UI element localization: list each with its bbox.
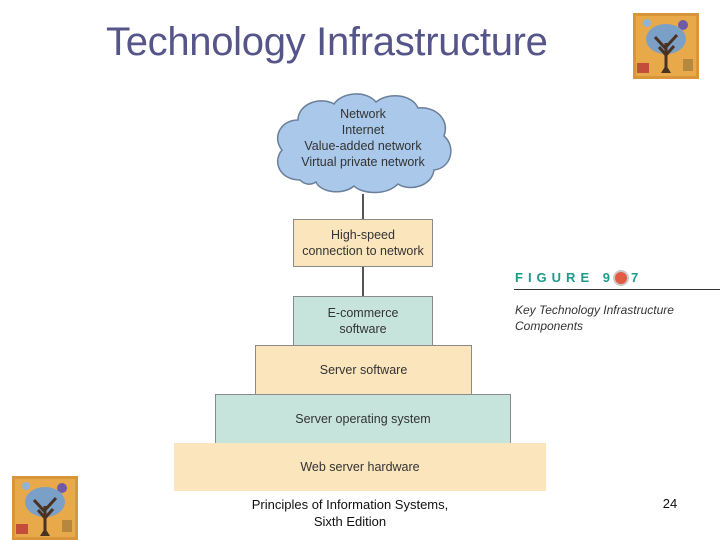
tree-logo-icon bbox=[633, 13, 699, 79]
cloud-line: Internet bbox=[341, 123, 385, 137]
cloud-line: Virtual private network bbox=[301, 155, 425, 169]
web-server-hardware-box: Web server hardware bbox=[174, 443, 546, 491]
box-label-line: software bbox=[339, 322, 387, 336]
box-label-line: High-speed bbox=[331, 228, 395, 242]
caption-line: Components bbox=[515, 319, 584, 333]
cloud-line: Network bbox=[340, 107, 386, 121]
slide-footer: Principles of Information Systems, Sixth… bbox=[240, 496, 460, 530]
figure-caption: Key Technology Infrastructure Components bbox=[515, 302, 674, 334]
connector-line bbox=[362, 194, 364, 220]
server-os-box: Server operating system bbox=[215, 394, 511, 444]
figure-number: FIGURE 9 bbox=[515, 270, 615, 285]
tree-logo-icon bbox=[12, 476, 78, 540]
figure-dot-icon bbox=[612, 269, 629, 286]
box-label: Server software bbox=[319, 363, 408, 377]
box-label-line: connection to network bbox=[302, 244, 424, 258]
network-cloud: Network Internet Value-added network Vir… bbox=[270, 90, 456, 196]
box-label: Web server hardware bbox=[300, 460, 420, 474]
figure-subnumber: 7 bbox=[630, 270, 644, 285]
slide-title: Technology Infrastructure bbox=[106, 20, 548, 64]
caption-divider bbox=[514, 289, 720, 290]
page-number: 24 bbox=[662, 496, 678, 511]
connector-line bbox=[362, 266, 364, 296]
box-label-line: E-commerce bbox=[327, 306, 399, 320]
caption-line: Key Technology Infrastructure bbox=[515, 303, 674, 317]
server-software-box: Server software bbox=[255, 345, 472, 395]
figure-label: FIGURE 9 7 bbox=[515, 269, 644, 287]
footer-line: Sixth Edition bbox=[313, 514, 387, 529]
ecommerce-software-box: E-commerce software bbox=[293, 296, 433, 346]
cloud-line: Value-added network bbox=[304, 139, 422, 153]
high-speed-connection-box: High-speed connection to network bbox=[293, 219, 433, 267]
footer-line: Principles of Information Systems, bbox=[251, 497, 449, 512]
box-label: Server operating system bbox=[295, 412, 431, 426]
